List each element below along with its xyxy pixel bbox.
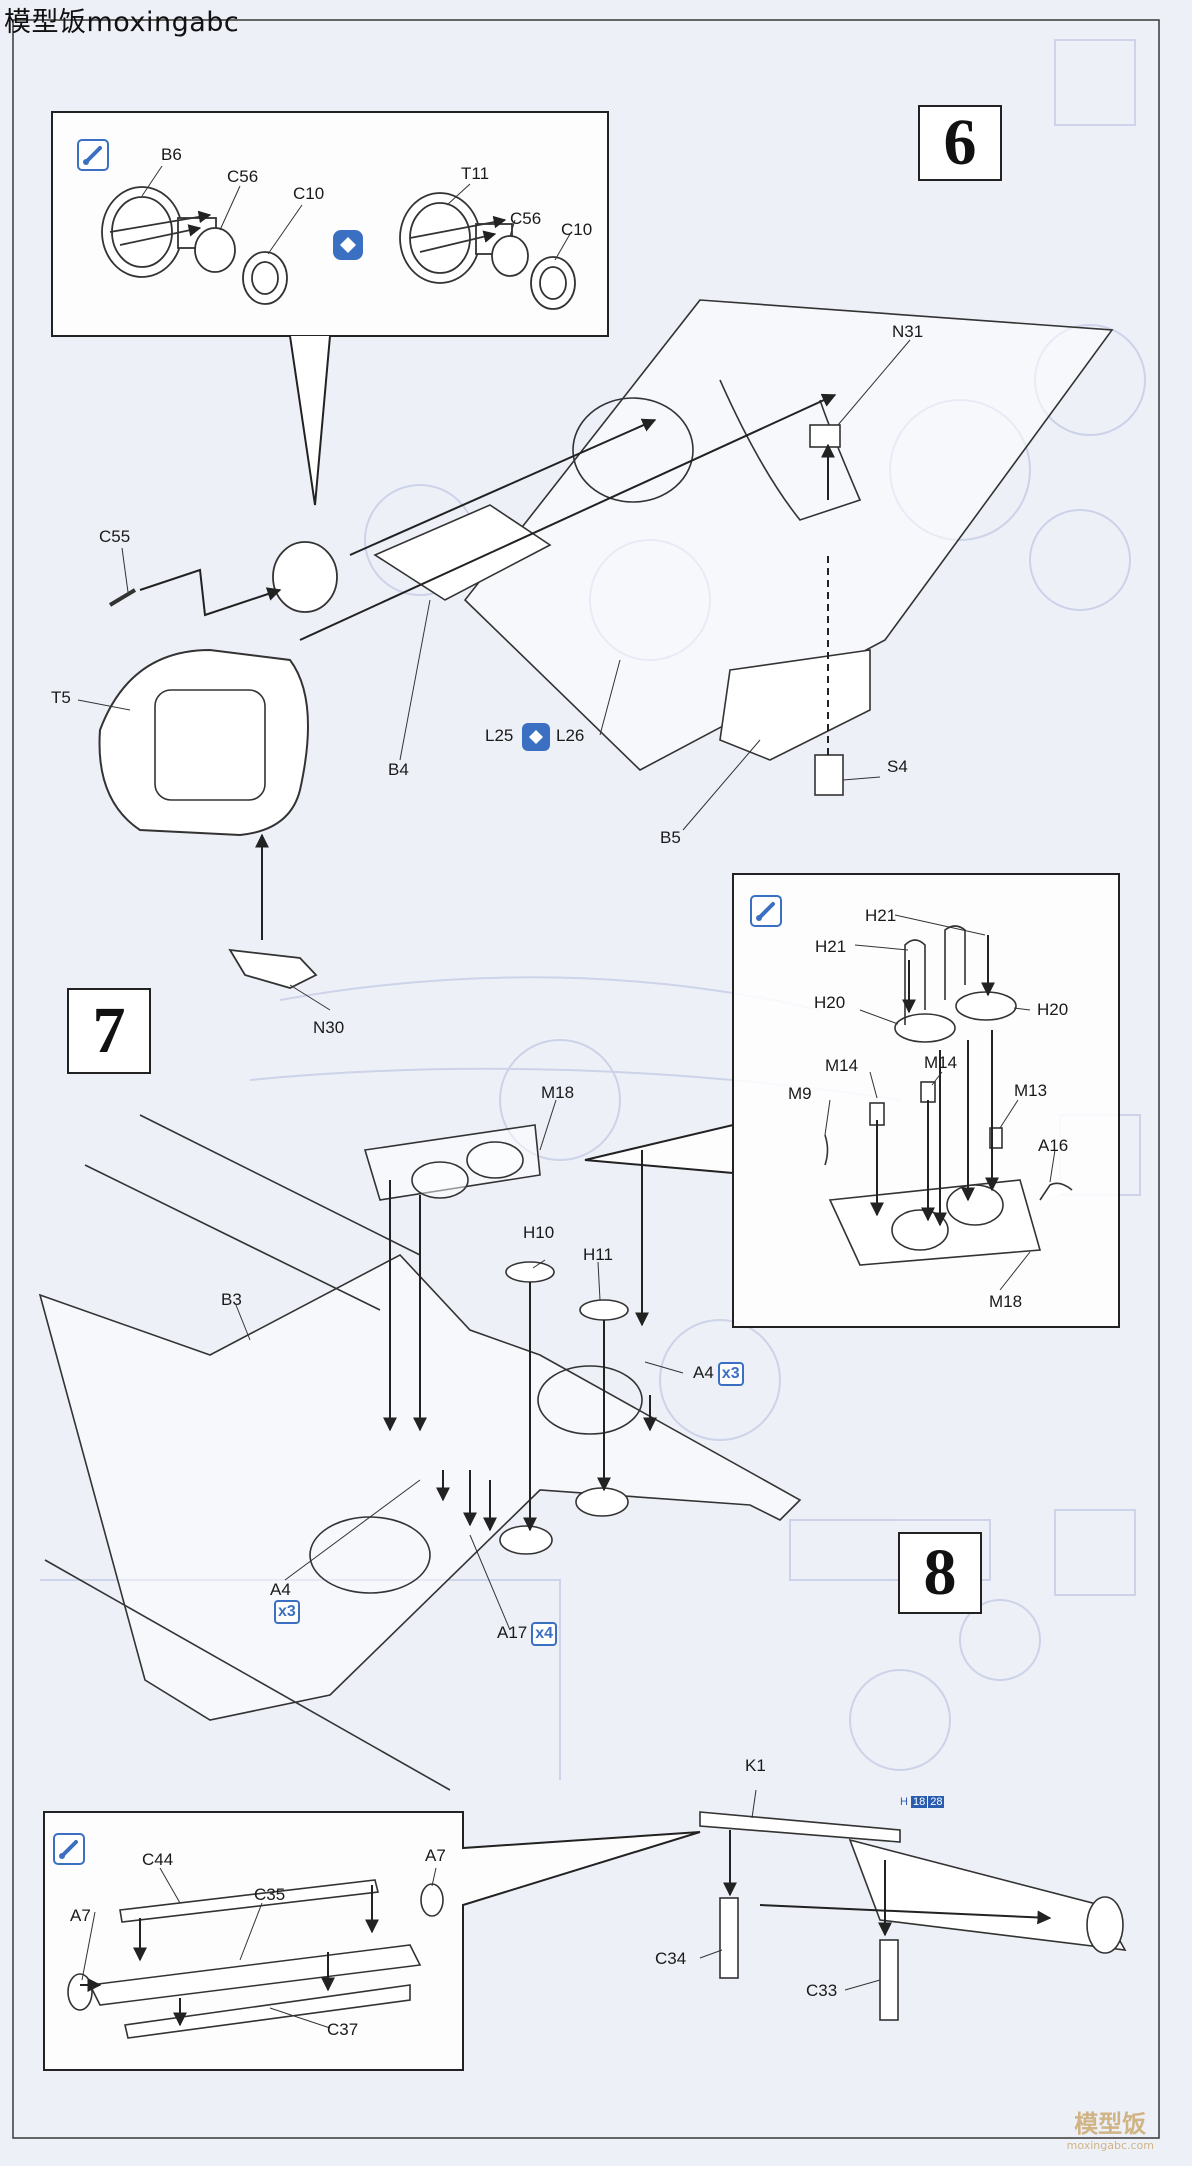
step6-wheel-assembly-left bbox=[101, 186, 288, 305]
label-h11: H11 bbox=[583, 1245, 613, 1264]
footer-watermark-site: moxingabc.com bbox=[1066, 2139, 1154, 2152]
hbadge-prefix: H bbox=[900, 1796, 908, 1808]
hbadge-b: 28 bbox=[928, 1796, 945, 1808]
label-a4-b: A4 bbox=[270, 1580, 291, 1599]
label-h10: H10 bbox=[523, 1223, 555, 1242]
hbadge-a: 18 bbox=[910, 1796, 928, 1808]
paint-brush-icon bbox=[750, 895, 782, 927]
step6-wheel-assembly-right bbox=[399, 192, 576, 310]
alternative-parts-icon bbox=[522, 723, 550, 751]
label-b4: B4 bbox=[388, 760, 409, 779]
step7-detail-leaders bbox=[824, 914, 1056, 1291]
label-h20-b: H20 bbox=[1037, 1000, 1069, 1019]
label-k1: K1 bbox=[745, 1756, 766, 1775]
part-t5-shape bbox=[98, 648, 309, 837]
step8-detail-arrows bbox=[80, 1885, 379, 2027]
step8-parts bbox=[699, 1811, 1127, 2021]
step8-leaders bbox=[699, 1789, 881, 1991]
part-n31-shape bbox=[809, 424, 841, 448]
label-c56-b: C56 bbox=[510, 209, 542, 228]
paint-brush-icon bbox=[53, 1833, 85, 1865]
step8-detail-box bbox=[43, 1811, 701, 2071]
quantity-badge: x3 bbox=[717, 1362, 744, 1386]
label-a16: A16 bbox=[1038, 1136, 1069, 1155]
label-n30: N30 bbox=[313, 1018, 345, 1037]
label-a7-b: A7 bbox=[425, 1846, 446, 1865]
label-c10-b: C10 bbox=[561, 220, 593, 239]
label-c56: C56 bbox=[227, 167, 259, 186]
paint-brush-icon bbox=[77, 139, 109, 171]
step-number-6: 6 bbox=[918, 105, 1002, 181]
part-h10-shape bbox=[505, 1261, 555, 1283]
optional-parts-icon bbox=[333, 230, 363, 260]
step-number-7: 7 bbox=[67, 988, 151, 1074]
label-h21-b: H21 bbox=[815, 937, 847, 956]
label-c37: C37 bbox=[327, 2020, 359, 2039]
label-b5: B5 bbox=[660, 828, 681, 847]
label-m13: M13 bbox=[1014, 1081, 1048, 1100]
label-l26: L26 bbox=[556, 726, 585, 745]
label-t5: T5 bbox=[51, 688, 71, 707]
label-l25: L25 bbox=[485, 726, 514, 745]
part-n30-shape bbox=[228, 948, 318, 989]
label-c34: C34 bbox=[655, 1949, 687, 1968]
step-number-8: 8 bbox=[898, 1532, 982, 1614]
step8-detail-leaders bbox=[81, 1867, 437, 2029]
label-m9: M9 bbox=[788, 1084, 812, 1103]
label-m14: M14 bbox=[825, 1056, 859, 1075]
footer-watermark: 模型饭 moxingabc.com bbox=[1067, 2104, 1154, 2152]
source-watermark: 模型饭moxingabc bbox=[4, 7, 240, 38]
label-s4: S4 bbox=[887, 757, 908, 776]
step8-arrows bbox=[723, 1830, 1052, 1937]
part-b5-shape bbox=[719, 649, 871, 761]
label-a4-qty-left: A4 x3 bbox=[270, 1580, 300, 1624]
label-n31: N31 bbox=[892, 322, 924, 341]
label-m14-b: M14 bbox=[924, 1053, 958, 1072]
label-h20: H20 bbox=[814, 993, 846, 1012]
part-s4-shape bbox=[814, 754, 844, 796]
label-b3: B3 bbox=[221, 1290, 242, 1309]
label-m18: M18 bbox=[541, 1083, 575, 1102]
footer-watermark-logo: 模型饭 bbox=[1074, 2110, 1147, 2138]
step6-arrows bbox=[139, 393, 837, 940]
label-b6: B6 bbox=[161, 145, 182, 164]
label-a7: A7 bbox=[70, 1906, 91, 1925]
label-a17: A17 bbox=[497, 1623, 528, 1642]
step8-detail-parts bbox=[67, 1879, 444, 2039]
step7-detail-arrows bbox=[870, 935, 999, 1227]
step6-leader-lines bbox=[77, 165, 911, 1011]
part-h11-shape bbox=[579, 1299, 629, 1321]
label-c35: C35 bbox=[254, 1885, 286, 1904]
label-c55: C55 bbox=[99, 527, 131, 546]
page-frame bbox=[12, 19, 1160, 2139]
label-m18-detail: M18 bbox=[989, 1292, 1023, 1311]
quantity-badge: x3 bbox=[274, 1600, 300, 1624]
part-c55-shape bbox=[108, 588, 137, 607]
step6-callout-pointer bbox=[289, 335, 331, 506]
part-b3-hull bbox=[38, 1114, 802, 1791]
label-t11: T11 bbox=[461, 164, 490, 183]
cupola-ring-shape bbox=[272, 541, 338, 613]
quantity-badge: x4 bbox=[531, 1622, 558, 1646]
step7-arrows bbox=[383, 1150, 657, 1532]
step7-leaders bbox=[235, 1099, 684, 1631]
label-c33: C33 bbox=[806, 1981, 838, 2000]
label-a4: A4 bbox=[693, 1363, 714, 1382]
label-c44: C44 bbox=[142, 1850, 174, 1869]
label-c10: C10 bbox=[293, 184, 325, 203]
label-h21: H21 bbox=[865, 906, 897, 925]
